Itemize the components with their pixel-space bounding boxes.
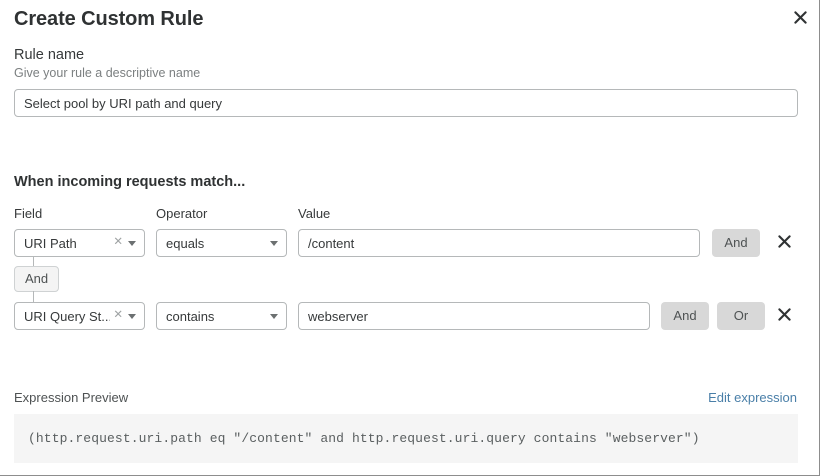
operator-select-1[interactable]: equals (156, 229, 287, 257)
rule-name-hint: Give your rule a descriptive name (14, 66, 201, 80)
operator-select-2-value: contains (166, 308, 215, 324)
delete-condition-2-icon[interactable] (774, 302, 794, 330)
column-header-value: Value (298, 206, 331, 221)
rule-name-label: Rule name (14, 47, 85, 63)
column-header-field: Field (14, 206, 43, 221)
operator-select-1-value: equals (166, 235, 205, 251)
field-select-1[interactable]: URI Path ✕ (14, 229, 145, 257)
field-select-2-value: URI Query St... (24, 308, 111, 324)
and-button-row-2[interactable]: And (661, 302, 709, 330)
caret-down-icon[interactable] (270, 240, 278, 246)
condition-column-headers: Field Operator Value (0, 206, 820, 222)
field-select-1-value: URI Path (24, 235, 77, 251)
rule-name-section: Rule name Give your rule a descriptive n… (14, 47, 798, 117)
expression-preview-box: (http.request.uri.path eq "/content" and… (14, 414, 798, 463)
operator-select-2[interactable]: contains (156, 302, 287, 330)
value-input-2[interactable] (298, 302, 650, 330)
caret-down-icon[interactable] (128, 240, 136, 246)
condition-row: URI Query St... ✕ contains And Or (0, 302, 820, 330)
group-connector-bottom (33, 291, 34, 302)
match-section-heading: When incoming requests match... (14, 174, 246, 190)
clear-icon[interactable]: ✕ (113, 309, 123, 322)
field-select-2[interactable]: URI Query St... ✕ (14, 302, 145, 330)
and-button-row-1[interactable]: And (712, 229, 760, 257)
delete-condition-1-icon[interactable] (774, 229, 794, 257)
edit-expression-link[interactable]: Edit expression (708, 390, 797, 405)
clear-icon[interactable]: ✕ (113, 236, 123, 249)
page-title: Create Custom Rule (14, 8, 204, 30)
or-button-row-2[interactable]: Or (717, 302, 765, 330)
expression-preview-label: Expression Preview (14, 390, 129, 405)
caret-down-icon[interactable] (270, 313, 278, 319)
value-input-1[interactable] (298, 229, 700, 257)
expression-code: (http.request.uri.path eq "/content" and… (28, 431, 700, 446)
rule-name-input[interactable] (14, 89, 798, 117)
condition-row: URI Path ✕ equals And (0, 229, 820, 257)
column-header-operator: Operator (156, 206, 208, 221)
group-operator-button[interactable]: And (14, 266, 60, 292)
group-connector-top (33, 257, 34, 267)
caret-down-icon[interactable] (128, 313, 136, 319)
close-icon[interactable] (789, 6, 811, 28)
